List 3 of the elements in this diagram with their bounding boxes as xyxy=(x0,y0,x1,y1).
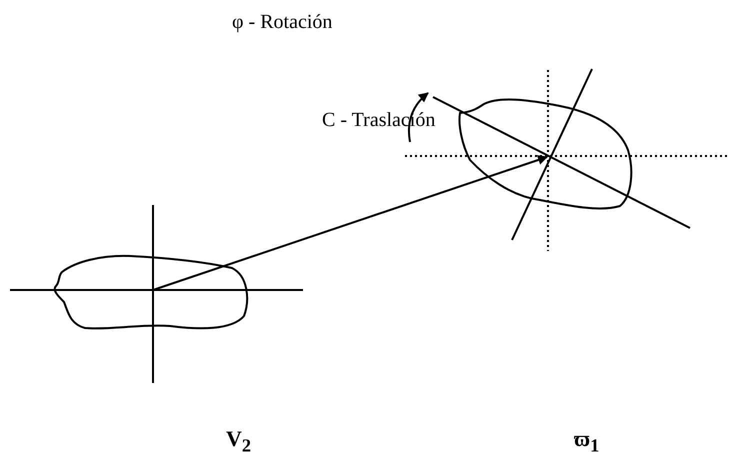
symbol-label: V$_{2}$ xyxy=(226,428,252,455)
symbol-label: ϖ$_{1}$ xyxy=(574,428,600,455)
caption-text: φ - Rotación xyxy=(232,12,332,32)
